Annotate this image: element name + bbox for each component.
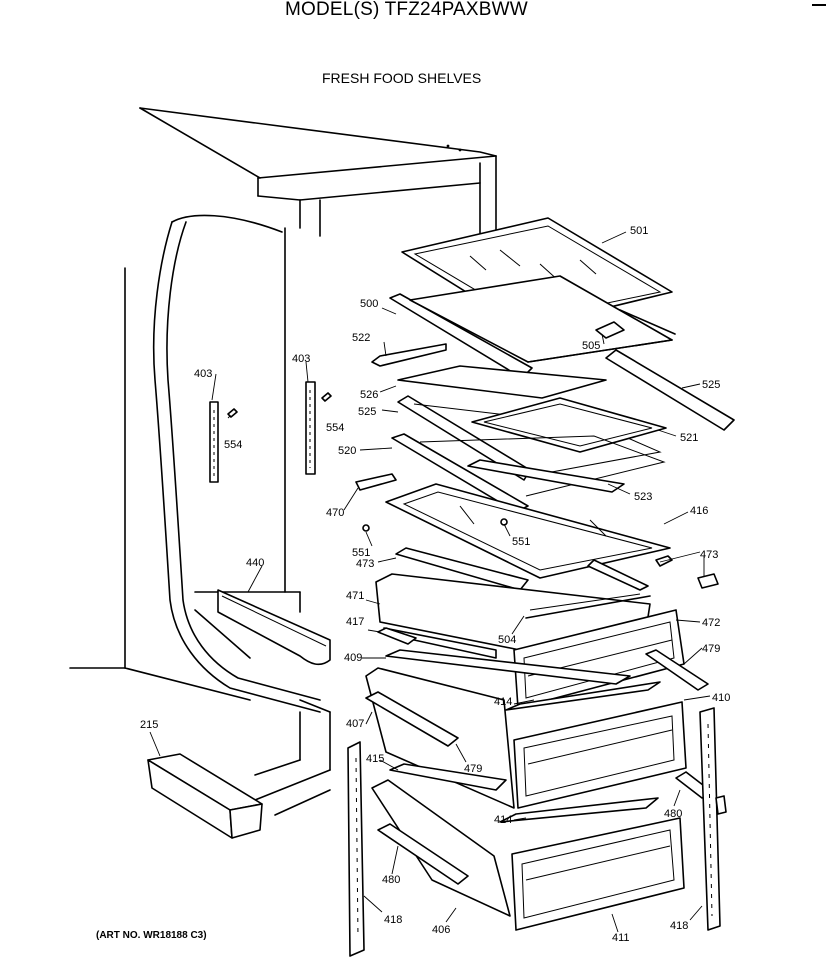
- callout-407: 407: [346, 718, 364, 730]
- upright-418-right: [699, 707, 727, 931]
- rail-525-right: [605, 349, 735, 431]
- glass-521: [471, 397, 667, 453]
- callout-415: 415: [366, 753, 384, 765]
- shelf-support-403-right: [305, 381, 332, 475]
- upright-418-left: [347, 741, 365, 957]
- callout-523: 523: [634, 491, 652, 503]
- callout-505: 505: [582, 340, 600, 352]
- rail-480-left: [377, 823, 469, 885]
- callout-418-left: 418: [384, 914, 402, 926]
- callout-472: 472: [702, 617, 720, 629]
- callout-414-bottom: 414: [494, 814, 512, 826]
- bracket-440: [217, 589, 331, 666]
- callout-473-left: 473: [356, 558, 374, 570]
- part-414-bottom: [499, 797, 659, 823]
- callout-521: 521: [680, 432, 698, 444]
- rail-479-right: [645, 649, 709, 691]
- rail-523: [467, 459, 625, 493]
- callout-406: 406: [432, 924, 450, 936]
- corner-mark: [812, 4, 826, 6]
- callout-479-left: 479: [464, 763, 482, 775]
- refrigerator-cabinet: [69, 107, 497, 816]
- art-number: (ART NO. WR18188 C3): [96, 930, 207, 941]
- callout-500: 500: [360, 298, 378, 310]
- callout-labels: 501 500 505 522 525 526 525 521 520 523 …: [140, 225, 730, 944]
- callout-525-right: 525: [702, 379, 720, 391]
- rail-407-479: [365, 691, 459, 747]
- leader-lines: [149, 231, 711, 933]
- section-title: FRESH FOOD SHELVES: [322, 70, 482, 86]
- callout-526: 526: [360, 389, 378, 401]
- callout-403-left: 403: [194, 368, 212, 380]
- callout-215: 215: [140, 719, 158, 731]
- callout-418-right: 418: [670, 920, 688, 932]
- rail-473-right: [587, 559, 649, 591]
- shelf-support-403-left: [209, 401, 238, 483]
- callout-480-left: 480: [382, 874, 400, 886]
- callout-520: 520: [338, 445, 356, 457]
- clip-473-b: [697, 573, 719, 589]
- callout-480-right: 480: [664, 808, 682, 820]
- callout-470: 470: [326, 507, 344, 519]
- callout-479-right: 479: [702, 643, 720, 655]
- callout-525-left: 525: [358, 406, 376, 418]
- tray-215: [147, 753, 263, 839]
- callout-409: 409: [344, 652, 362, 664]
- glass-shelf-416: [385, 483, 671, 579]
- callout-416: 416: [690, 505, 708, 517]
- callout-504: 504: [498, 634, 516, 646]
- callout-414-top: 414: [494, 696, 512, 708]
- callout-440: 440: [246, 557, 264, 569]
- callout-417: 417: [346, 616, 364, 628]
- part-414-top: [505, 681, 661, 711]
- drawer-411: [371, 779, 685, 931]
- callout-551-right: 551: [512, 536, 530, 548]
- part-409: [385, 649, 631, 685]
- shelf-frame-500: [389, 275, 676, 379]
- callout-411: 411: [612, 932, 630, 944]
- callout-501: 501: [630, 225, 648, 237]
- callout-471: 471: [346, 590, 364, 602]
- part-415: [389, 763, 507, 791]
- callout-551-left: 551: [352, 547, 370, 559]
- callout-554-right: 554: [326, 422, 344, 434]
- screw-551-left: [362, 524, 370, 532]
- rail-473-left: [395, 547, 529, 591]
- model-title: MODEL(S) TFZ24PAXBWW: [285, 0, 528, 20]
- rail-522: [371, 343, 447, 367]
- callout-522: 522: [352, 332, 370, 344]
- glass-526: [397, 365, 607, 399]
- part-470: [355, 473, 397, 491]
- callout-473-right: 473: [700, 549, 718, 561]
- callout-403-right: 403: [292, 353, 310, 365]
- callout-410: 410: [712, 692, 730, 704]
- part-417: [377, 627, 417, 645]
- callout-554-left: 554: [224, 439, 242, 451]
